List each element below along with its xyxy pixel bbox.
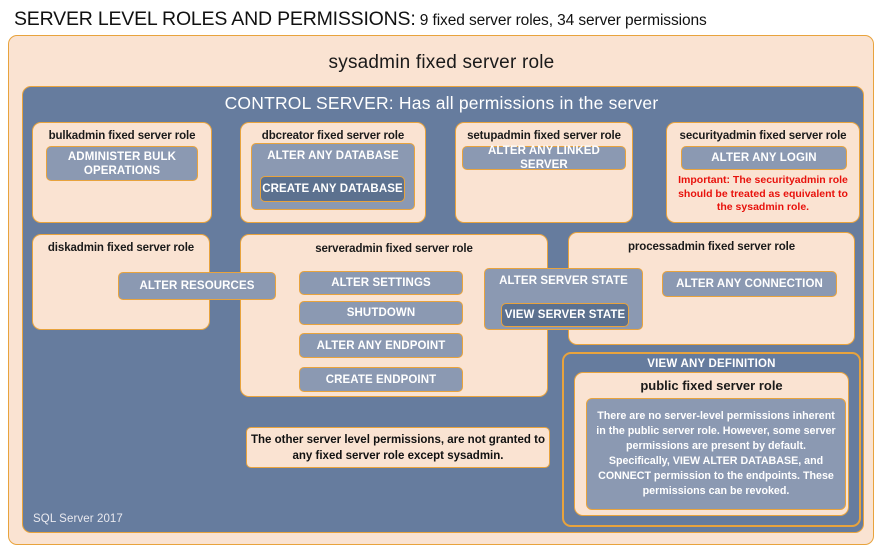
permission-alter-any-connection[interactable]: ALTER ANY CONNECTION: [662, 271, 837, 297]
setupadmin-role-label: setupadmin fixed server role: [467, 130, 621, 142]
permission-create-any-database[interactable]: CREATE ANY DATABASE: [260, 176, 405, 202]
page-title-sub: 9 fixed server roles, 34 server permissi…: [415, 12, 707, 29]
permission-alter-any-database-label: ALTER ANY DATABASE: [267, 150, 399, 162]
public-role-description: There are no server-level permissions in…: [586, 398, 846, 510]
permission-alter-any-login[interactable]: ALTER ANY LOGIN: [681, 146, 847, 170]
footer-label: SQL Server 2017: [33, 513, 123, 525]
page-title-main: SERVER LEVEL ROLES AND PERMISSIONS:: [14, 8, 416, 30]
serveradmin-role-label: serveradmin fixed server role: [315, 243, 473, 255]
other-permissions-note: The other server level permissions, are …: [246, 427, 550, 468]
securityadmin-role-label: securityadmin fixed server role: [679, 130, 847, 142]
page-title: SERVER LEVEL ROLES AND PERMISSIONS: 9 fi…: [14, 8, 874, 34]
permission-administer-bulk-operations[interactable]: ADMINISTER BULK OPERATIONS: [46, 146, 198, 181]
diskadmin-role-label: diskadmin fixed server role: [47, 242, 195, 254]
securityadmin-warning-text: Important: The securityadmin role should…: [678, 174, 848, 213]
permission-alter-resources[interactable]: ALTER RESOURCES: [118, 272, 276, 300]
control-server-label: CONTROL SERVER: Has all permissions in t…: [224, 93, 659, 113]
securityadmin-role-box: securityadmin fixed server role: [666, 122, 860, 223]
dbcreator-role-label: dbcreator fixed server role: [261, 130, 405, 142]
permission-shutdown[interactable]: SHUTDOWN: [299, 301, 463, 325]
permission-alter-any-endpoint[interactable]: ALTER ANY ENDPOINT: [299, 333, 463, 358]
bulkadmin-role-label: bulkadmin fixed server role: [48, 130, 196, 142]
permission-view-server-state[interactable]: VIEW SERVER STATE: [501, 303, 629, 327]
sysadmin-role-label: sysadmin fixed server role: [328, 52, 555, 73]
public-role-label: public fixed server role: [640, 378, 783, 393]
setupadmin-role-box: setupadmin fixed server role: [455, 122, 633, 223]
permission-alter-any-linked-server[interactable]: ALTER ANY LINKED SERVER: [462, 145, 626, 171]
permission-alter-settings[interactable]: ALTER SETTINGS: [299, 271, 463, 295]
permission-view-any-definition-label: VIEW ANY DEFINITION: [647, 358, 776, 370]
permission-create-endpoint[interactable]: CREATE ENDPOINT: [299, 367, 463, 392]
permission-alter-server-state-label: ALTER SERVER STATE: [499, 275, 628, 287]
processadmin-role-label: processadmin fixed server role: [627, 241, 796, 253]
